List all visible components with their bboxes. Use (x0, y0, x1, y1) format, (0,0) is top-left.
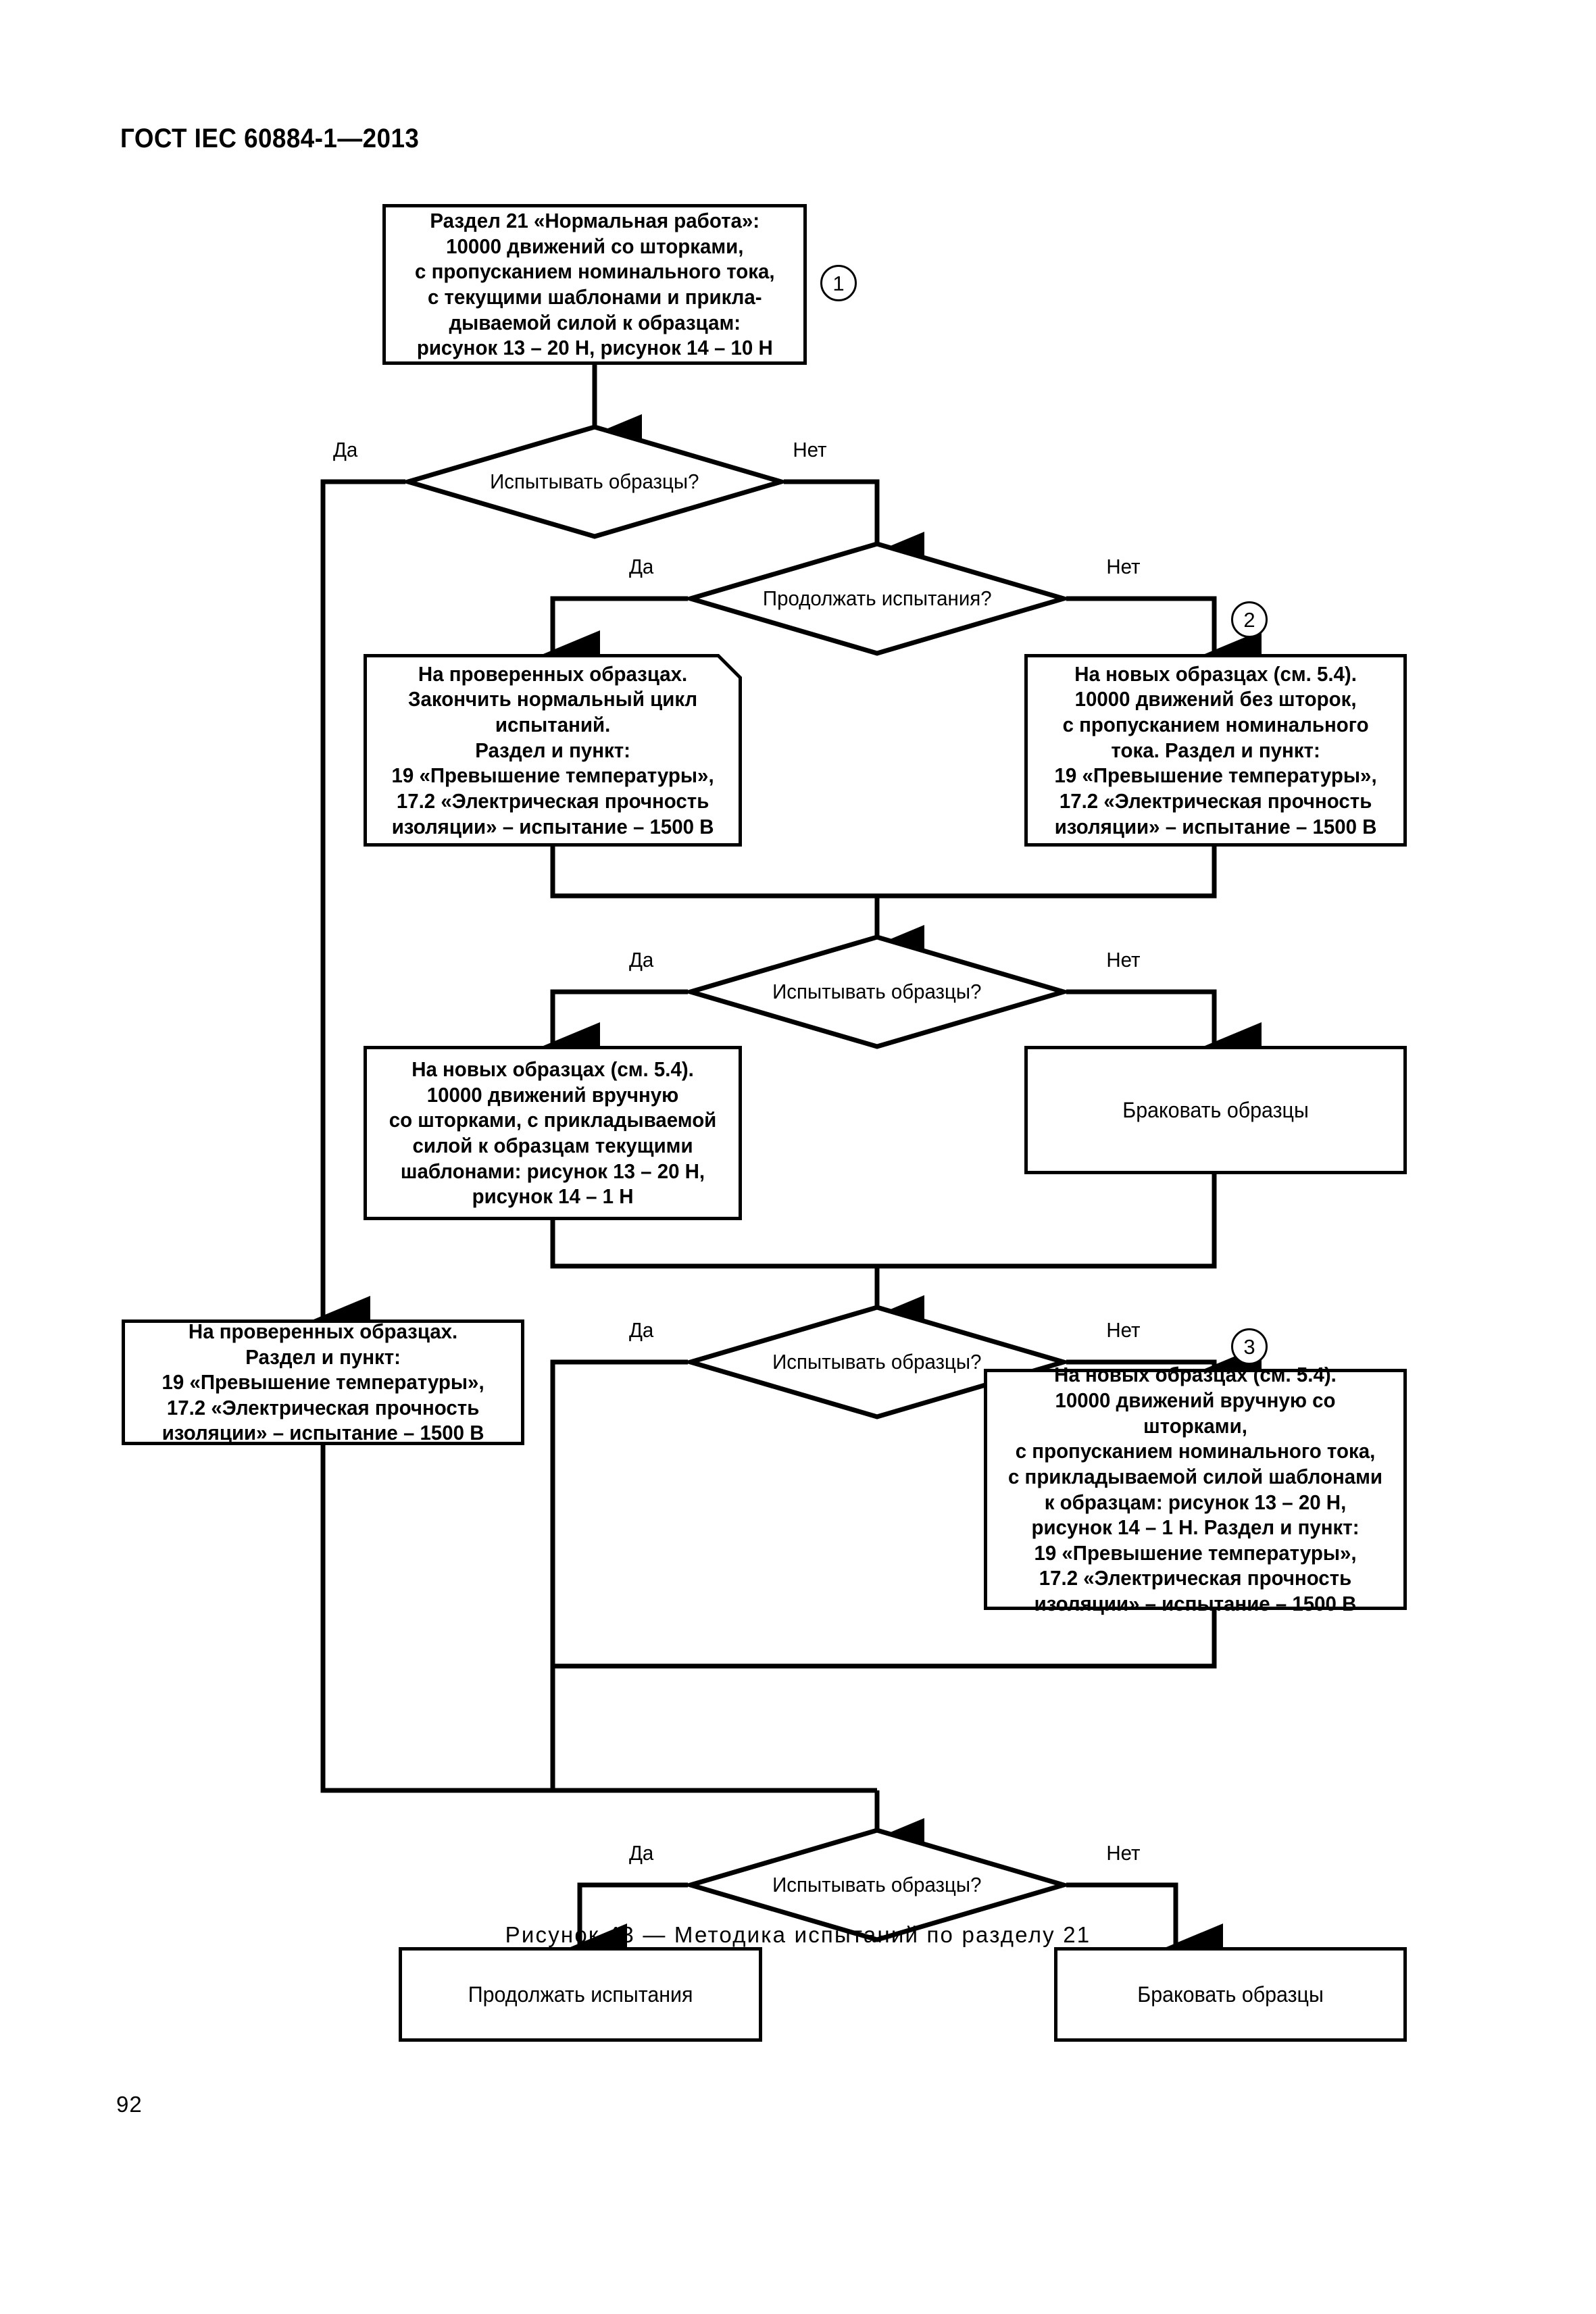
decision-test-samples-2: Испытывать образцы? (688, 934, 1066, 1049)
branch-label-no-4: Нет (1106, 1318, 1141, 1342)
node-start-text: Раздел 21 «Нормальная работа»: 10000 дви… (414, 209, 775, 360)
node-continue-tests: Продолжать испытания (399, 1947, 762, 2042)
branch-label-no-1: Нет (793, 438, 827, 461)
branch-label-yes-2: Да (628, 555, 654, 578)
branch-label-yes-1: Да (332, 438, 358, 461)
reference-marker-1: 1 (820, 265, 857, 301)
branch-label-no-5: Нет (1106, 1841, 1141, 1865)
node-new-samples-no-shutters: На новых образцах (см. 5.4). 10000 движе… (1024, 654, 1407, 847)
decision-test-samples-1: Испытывать образцы? (405, 424, 784, 539)
reference-marker-1-text: 1 (832, 271, 845, 295)
branch-label-no-3: Нет (1106, 948, 1141, 972)
node-reject-samples-end: Браковать образцы (1054, 1947, 1407, 2042)
node-new-samples-manual-full-text: На новых образцах (см. 5.4). 10000 движе… (1007, 1363, 1383, 1616)
page-number: 92 (116, 2092, 143, 2117)
node-new-samples-no-shutters-text: На новых образцах (см. 5.4). 10000 движе… (1054, 661, 1377, 838)
decision-test-samples-2-text: Испытывать образцы? (772, 980, 982, 1003)
branch-label-yes-3: Да (628, 948, 654, 972)
node-reject-samples-middle: Браковать образцы (1024, 1046, 1407, 1174)
decision-test-samples-1-text: Испытывать образцы? (490, 470, 699, 493)
reference-marker-3: 3 (1231, 1328, 1268, 1365)
branch-label-yes-4: Да (628, 1318, 654, 1342)
branch-label-no-2: Нет (1106, 555, 1141, 578)
decision-continue-tests-text: Продолжать испытания? (762, 586, 992, 610)
document-header-standard-number: ГОСТ IEC 60884-1—2013 (120, 124, 420, 153)
reference-marker-2-text: 2 (1243, 607, 1255, 632)
branch-label-yes-5: Да (628, 1841, 654, 1865)
decision-test-samples-3: Испытывать образцы? (688, 1305, 1066, 1419)
node-new-samples-manual-shutters: На новых образцах (см. 5.4). 10000 движе… (364, 1046, 742, 1220)
node-checked-finish-cycle: На проверенных образцах. Закончить норма… (364, 654, 742, 847)
decision-test-samples-4-text: Испытывать образцы? (772, 1873, 982, 1896)
node-new-samples-manual-shutters-text: На новых образцах (см. 5.4). 10000 движе… (389, 1057, 717, 1209)
reference-marker-2: 2 (1231, 601, 1268, 638)
decision-test-samples-3-text: Испытывать образцы? (772, 1350, 982, 1374)
node-continue-tests-text: Продолжать испытания (468, 1982, 693, 2007)
figure-caption: Рисунок 43 — Методика испытаний по разде… (505, 1922, 1091, 1947)
decision-continue-tests: Продолжать испытания? (688, 541, 1066, 656)
node-reject-samples-middle-text: Браковать образцы (1122, 1097, 1309, 1122)
reference-marker-3-text: 3 (1243, 1334, 1255, 1359)
node-new-samples-manual-full: На новых образцах (см. 5.4). 10000 движе… (984, 1363, 1407, 1615)
decision-test-samples-4: Испытывать образцы? (688, 1828, 1066, 1942)
node-checked-samples-section-clause: На проверенных образцах. Раздел и пункт:… (122, 1319, 524, 1445)
node-checked-finish-cycle-text: На проверенных образцах. Закончить норма… (391, 661, 714, 838)
node-reject-samples-end-text: Браковать образцы (1137, 1982, 1324, 2007)
node-checked-samples-section-clause-text: На проверенных образцах. Раздел и пункт:… (161, 1319, 484, 1445)
node-start-section-21: Раздел 21 «Нормальная работа»: 10000 дви… (382, 204, 807, 365)
